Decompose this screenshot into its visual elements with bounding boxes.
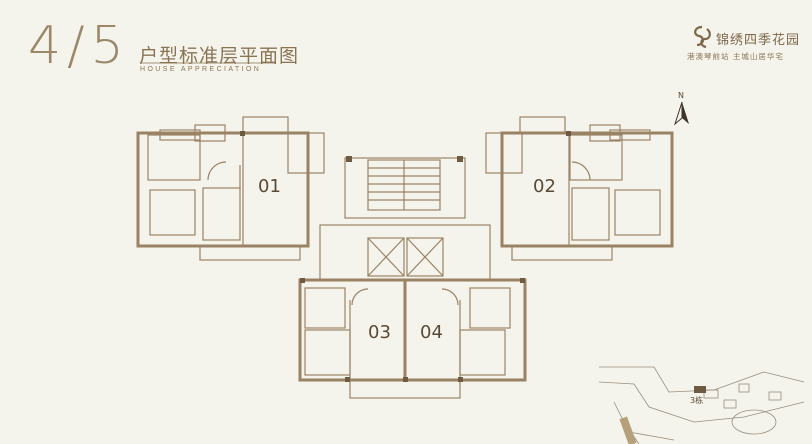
brand-name: 锦绣四季花园 bbox=[716, 33, 801, 48]
unit-label-01: 01 bbox=[258, 176, 281, 197]
unit-label-03: 03 bbox=[368, 322, 391, 343]
title-underline bbox=[140, 62, 275, 64]
site-key-plan bbox=[598, 366, 805, 444]
page-subtitle: HOUSE APPRECIATION bbox=[140, 66, 262, 73]
brand-tagline: 港澳琴前站 主城山居华宅 bbox=[687, 52, 784, 61]
unit-label-02: 02 bbox=[533, 176, 556, 197]
page-title: 户型标准层平面图 bbox=[139, 45, 300, 67]
site-building-label: 3栋 bbox=[690, 396, 704, 405]
compass-label: N bbox=[678, 91, 684, 100]
north-arrow-icon bbox=[673, 101, 689, 126]
swirl-logo-icon bbox=[694, 25, 711, 49]
page-number: 4/5 bbox=[28, 16, 130, 76]
unit-label-04: 04 bbox=[420, 322, 443, 343]
